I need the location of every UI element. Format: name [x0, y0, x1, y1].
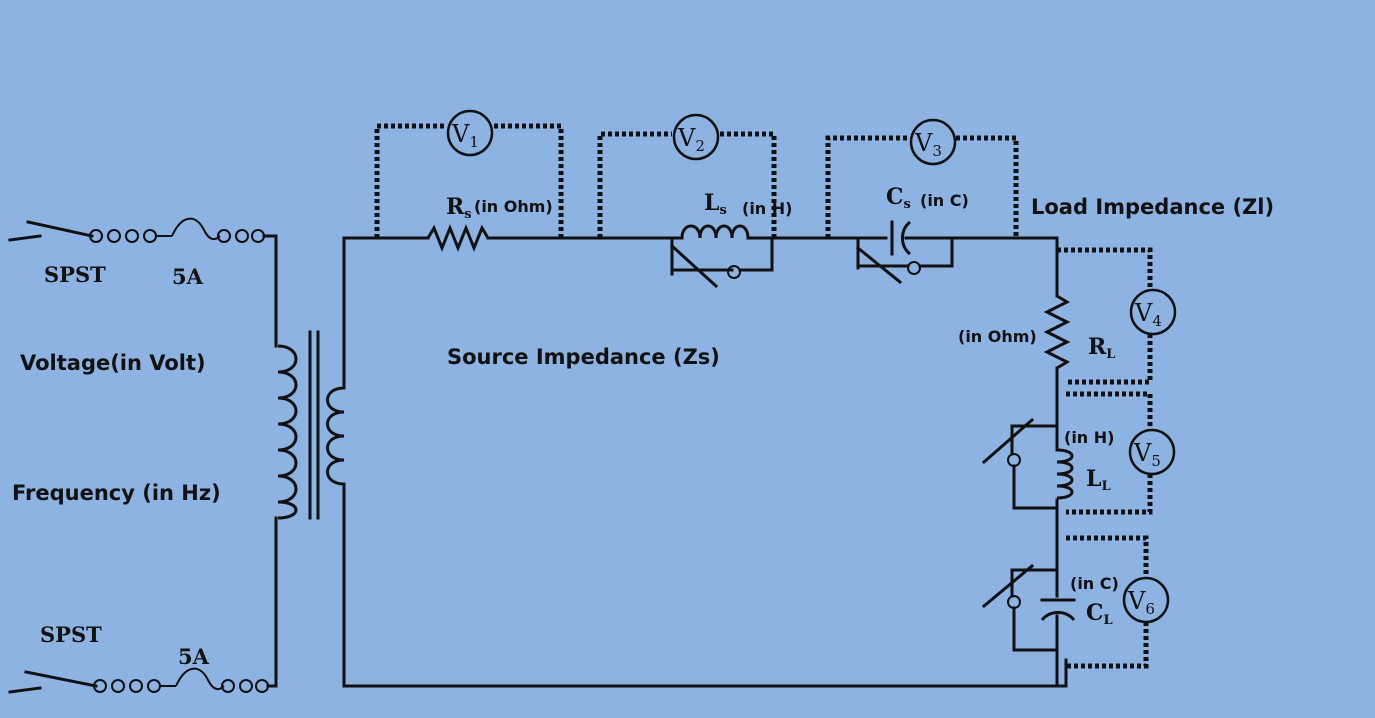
source-inductor-symbol: Ls [704, 190, 727, 218]
load-inductor-symbol: LL [1086, 466, 1111, 494]
top-spst-label: SPST [44, 262, 106, 287]
voltmeter-4-label: V4 [1134, 299, 1162, 330]
load-impedance-label: Load Impedance (Zl) [1031, 195, 1274, 219]
top-spst-switch [8, 220, 94, 242]
source-capacitor-unit: (in C) [920, 191, 969, 210]
voltmeter-5-circle [1128, 428, 1176, 476]
voltmeter-4-circle [1129, 288, 1177, 336]
load-resistor-unit: (in Ohm) [958, 327, 1037, 346]
bottom-fuse-label: 5A [178, 644, 210, 669]
transformer [274, 234, 345, 688]
voltmeter-1-label: V1 [451, 120, 479, 151]
voltmeter-3-circle [909, 118, 957, 166]
voltmeter-6-label: V6 [1127, 587, 1155, 618]
load-resistor-symbol: RL [1088, 334, 1115, 362]
top-fuse-label: 5A [172, 264, 204, 289]
bottom-spst-switch [8, 670, 98, 694]
load-resistor [1043, 294, 1071, 370]
voltmeter-6-circle [1122, 576, 1170, 624]
load-inductor [981, 417, 1074, 510]
load-inductor-unit: (in H) [1064, 428, 1114, 447]
top-fuse [89, 217, 278, 243]
voltmeter-5-label: V5 [1133, 439, 1161, 470]
voltmeter-3-label: V3 [914, 129, 942, 160]
voltmeter-leads [374, 123, 1153, 669]
main-loop [342, 236, 1068, 688]
source-inductor [669, 224, 774, 289]
load-capacitor-symbol: CL [1086, 600, 1113, 628]
source-resistor [426, 223, 490, 253]
voltmeter-2-circle [672, 113, 720, 161]
bottom-fuse [93, 667, 278, 693]
load-capacitor [981, 563, 1076, 652]
source-resistor-unit: (in Ohm) [474, 197, 553, 216]
source-inductor-unit: (in H) [742, 199, 792, 218]
voltmeter-2-label: V2 [677, 124, 705, 155]
source-resistor-symbol: Rs [446, 194, 472, 222]
voltage-label: Voltage(in Volt) [20, 351, 206, 375]
bottom-spst-label: SPST [40, 622, 102, 647]
source-impedance-label: Source Impedance (Zs) [447, 345, 720, 369]
voltmeter-1-circle [446, 109, 494, 157]
source-capacitor [855, 220, 954, 285]
source-capacitor-symbol: Cs [886, 184, 911, 212]
load-capacitor-unit: (in C) [1070, 574, 1119, 593]
frequency-label: Frequency (in Hz) [12, 481, 221, 505]
